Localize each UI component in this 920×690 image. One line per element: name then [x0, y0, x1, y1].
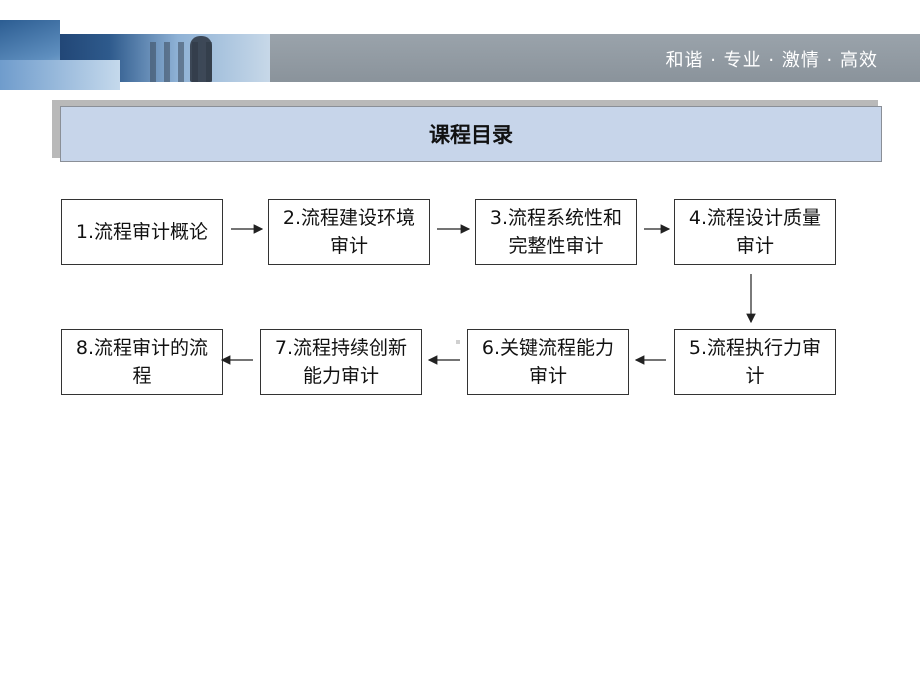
- step-6: 6.关键流程能力审计: [467, 329, 629, 395]
- page-title: 课程目录: [429, 123, 513, 147]
- header-motto: 和谐 · 专业 · 激情 · 高效: [665, 50, 878, 71]
- step-8: 8.流程审计的流程: [61, 329, 223, 395]
- step-2: 2.流程建设环境审计: [268, 199, 430, 265]
- header-photo: [0, 20, 270, 90]
- step-5: 5.流程执行力审计: [674, 329, 836, 395]
- step-3: 3.流程系统性和完整性审计: [475, 199, 637, 265]
- step-7: 7.流程持续创新能力审计: [260, 329, 422, 395]
- stray-dot: [456, 340, 460, 344]
- step-4: 4.流程设计质量审计: [674, 199, 836, 265]
- title-bar: 课程目录: [60, 106, 882, 162]
- step-1: 1.流程审计概论: [61, 199, 223, 265]
